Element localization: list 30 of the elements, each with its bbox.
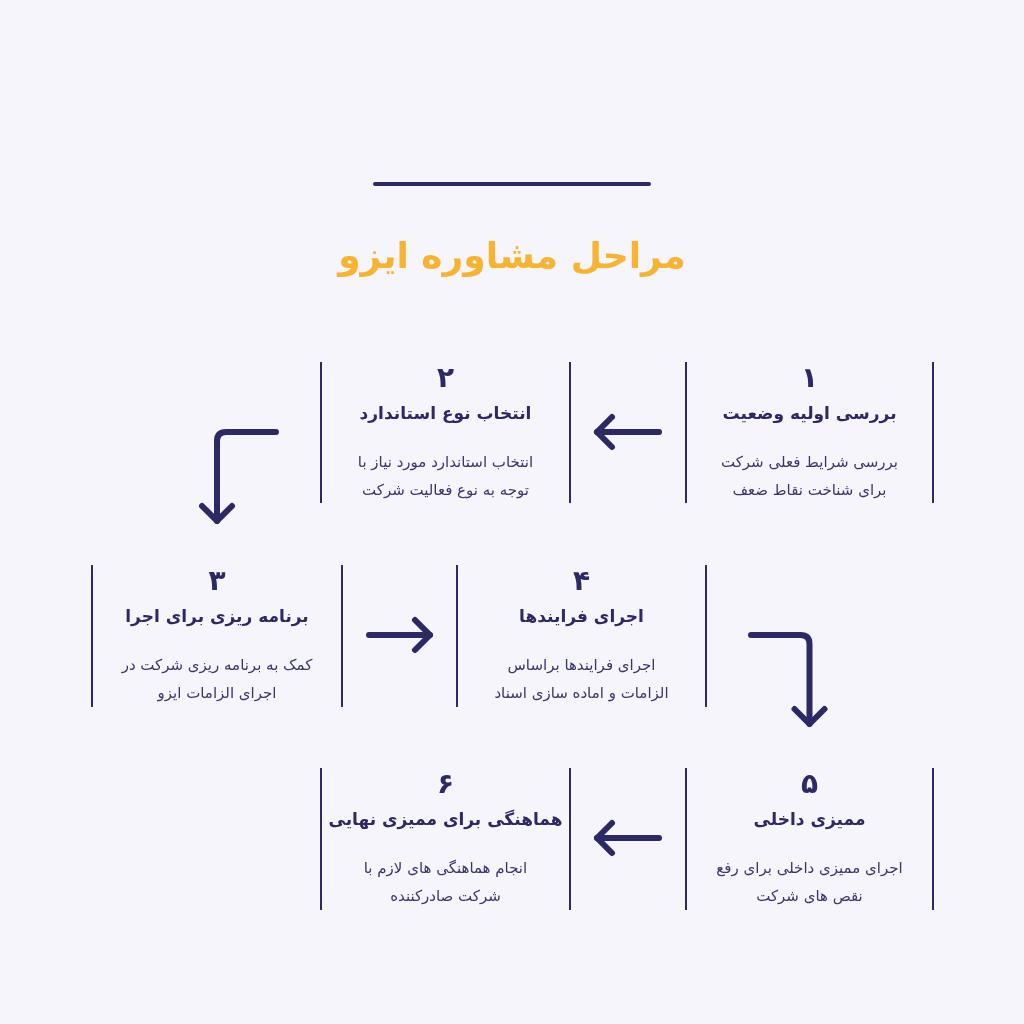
step-description: انجام هماهنگی های لازم با شرکت صادرکننده <box>362 858 529 907</box>
step-description: اجرای ممیزی داخلی برای رفع نقص های شرکت <box>715 858 904 907</box>
step-box <box>685 768 934 910</box>
arrow <box>366 617 433 653</box>
step-description: کمک به برنامه ریزی شرکت در اجرای الزامات ایزو <box>120 655 314 704</box>
step-number: ۳ <box>208 565 226 597</box>
arrow <box>748 632 828 727</box>
step-title: هماهنگی برای ممیزی نهایی <box>328 808 563 832</box>
step-number: ۱ <box>800 362 819 394</box>
step-description: انتخاب استاندارد مورد نیاز با توجه به نوع فعالیت شرکت <box>356 452 535 501</box>
step-box <box>320 362 571 503</box>
step-box <box>456 565 707 707</box>
step-number: ۶ <box>436 768 455 800</box>
step-title: برنامه ریزی برای اجرا <box>125 605 309 629</box>
step-number: ۵ <box>800 768 819 800</box>
step-box <box>320 768 571 910</box>
arrow <box>594 820 662 856</box>
title: مراحل مشاوره ایزو <box>335 234 687 279</box>
step-title: بررسی اولیه وضعیت <box>722 402 897 426</box>
step-box <box>91 565 343 707</box>
arrow <box>199 429 279 524</box>
step-description: اجرای فرایندها براساس الزامات و اماده سازی اسناد <box>493 655 670 704</box>
step-box <box>685 362 934 503</box>
step-title: انتخاب نوع استاندارد <box>359 402 532 425</box>
step-title: ممیزی داخلی <box>753 808 866 832</box>
step-title: اجرای فرایندها <box>519 605 644 629</box>
step-number: ۴ <box>572 565 591 597</box>
step-number: ۲ <box>436 362 455 394</box>
step-description: بررسی شرایط فعلی شرکت برای شناخت نقاط ضعف <box>719 452 900 501</box>
arrow <box>594 414 662 450</box>
